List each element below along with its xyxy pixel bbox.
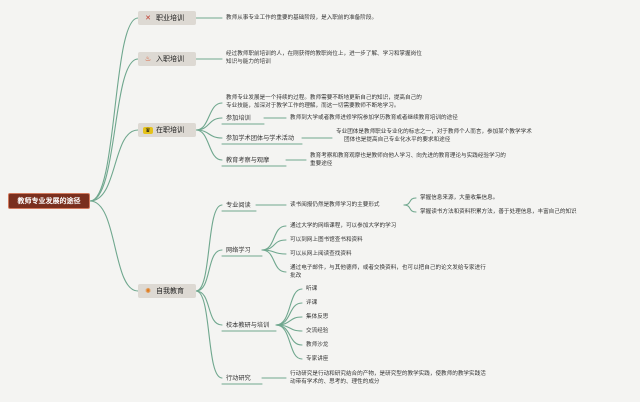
connector-school-item6 [275, 324, 303, 360]
branch-induction[interactable]: ♨ 入职培训 [138, 52, 196, 66]
spiral-icon: ✺ [145, 287, 151, 295]
branch-vocational[interactable]: ✕ 职业培训 [138, 11, 196, 25]
reading-mid: 读书阅报仍然是教师学习的主要形式 [290, 202, 380, 208]
branch-inservice[interactable]: ♛ 在职培训 [138, 123, 196, 137]
school-item-6: 专家讲座 [306, 356, 329, 362]
connector-online-item4 [261, 249, 287, 273]
branch-induction-label: 入职培训 [156, 55, 184, 63]
online-item-3: 可以从网上阅读查找资料 [290, 251, 352, 257]
root-label: 教师专业发展的途径 [17, 197, 81, 205]
wrench-icon: ✕ [145, 14, 151, 22]
connector-root-induction [89, 58, 139, 202]
connector-root-vocational [89, 17, 139, 202]
inservice-observe-label[interactable]: 教育考察与观摩 [226, 157, 270, 164]
connector-online-item2 [261, 239, 287, 251]
inservice-observe-desc: 教育考察和教育观摩也是教师向他人学习、向先进的教育理论与实践经验学习的 重要途径 [310, 153, 506, 168]
school-item-1: 听课 [306, 286, 318, 292]
branch-inservice-label: 在职培训 [156, 126, 184, 134]
online-label[interactable]: 网络学习 [226, 247, 251, 254]
root-node[interactable]: 教师专业发展的途径 [8, 193, 90, 209]
school-item-3: 集体反思 [306, 314, 329, 320]
connector-inservice-observe [195, 129, 223, 161]
action-desc: 行动研究是行动和研究结合的产物，是研究型的教学实践，使教师的教学实践活 动带有学… [290, 371, 486, 386]
connector-mid-leaf2 [403, 204, 417, 213]
inservice-academic-label[interactable]: 参加学术团体与学术活动 [226, 135, 295, 142]
reading-leaf2: 掌握读书方法和资料积累方法，善于处理信息，丰富自己的知识 [420, 209, 577, 215]
branch-self-label: 自我教育 [156, 287, 184, 295]
induction-desc: 经过教师职前培训的人，在刚获得的教职岗位上，进一步了解、学习和掌握岗位 知识与能… [226, 51, 422, 66]
trophy-icon: ♛ [143, 126, 153, 134]
action-label[interactable]: 行动研究 [226, 375, 251, 382]
online-item-2: 可以到网上图书馆查书和资料 [290, 237, 363, 243]
connector-self-reading [195, 204, 223, 292]
flame-icon: ♨ [144, 55, 152, 63]
inservice-desc: 教师专业发展是一个持续的过程。教师需要不断地更新自己的知识，提高自己的 专业技能… [226, 95, 422, 110]
reading-label[interactable]: 专业阅读 [226, 202, 251, 209]
inservice-training-desc: 教师到大学或者教师进修学院参加学历教育或者继续教育培训的途径 [290, 115, 458, 121]
reading-leaf1: 掌握信息来源，大量收集信息。 [420, 195, 499, 201]
vocational-desc: 教师从事专业工作的重要的基础阶段，是入职前的准备阶段。 [226, 15, 378, 21]
branch-self[interactable]: ✺ 自我教育 [138, 284, 196, 298]
online-item-4: 通过电子邮件，与其他德师，或者交换资料，也可以把自己的论文发给专家进行 批改 [290, 265, 486, 280]
branch-vocational-label: 职业培训 [156, 14, 184, 22]
school-item-5: 教师沙龙 [306, 342, 329, 348]
connector-inservice-training [195, 117, 223, 131]
inservice-training-label[interactable]: 参加培训 [226, 115, 251, 122]
connector-self-online [195, 249, 223, 292]
school-item-4: 交流经验 [306, 328, 329, 334]
school-item-2: 评课 [306, 300, 318, 306]
school-label[interactable]: 校本教研与培训 [226, 322, 270, 329]
connector-self-school [195, 290, 223, 326]
connector-self-action [195, 290, 223, 379]
connector-root-self [89, 200, 139, 292]
online-item-1: 通过大学的网络课程，可以参加大学的学习 [290, 223, 397, 229]
connector-root-inservice [89, 129, 139, 202]
connector-school-item1 [275, 288, 303, 326]
inservice-academic-desc: 专业团体是教师职业专业化的标志之一，对于教师个人而言，参加某个教学学术 团体也是… [336, 129, 532, 144]
connector-inservice-desc [195, 102, 223, 131]
connector-online-item1 [261, 225, 287, 251]
